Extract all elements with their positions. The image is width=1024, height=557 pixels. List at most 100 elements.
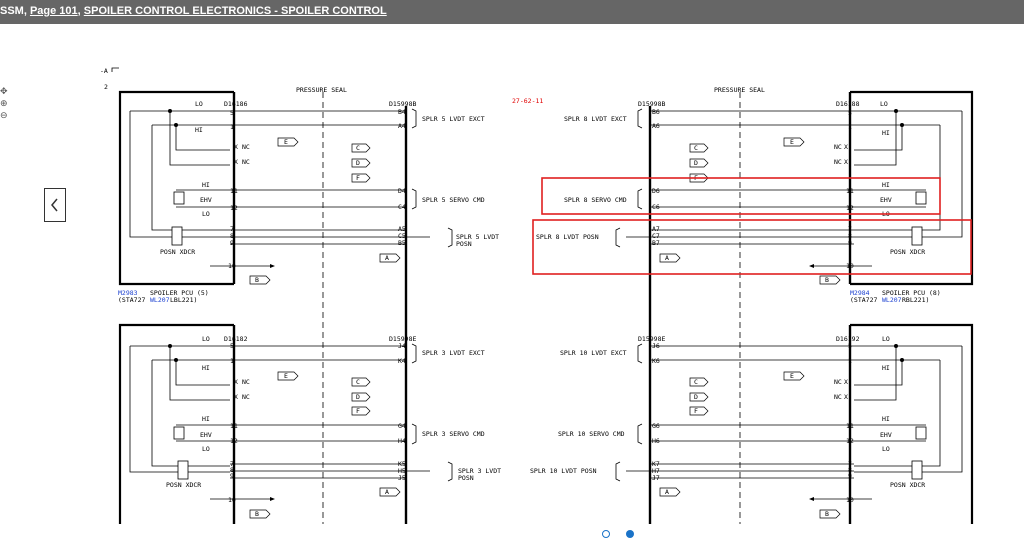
pin-g4: G4 — [398, 422, 406, 430]
tag-c-label: C — [694, 378, 698, 386]
upper-left-pcu: LO D16186 5 1 HI X NC X NC HI 11 EHV 12 … — [118, 90, 406, 304]
nc-label-2: NC — [242, 158, 250, 166]
connector-id: D16186 — [224, 100, 248, 108]
lower-left-pcu: LO D16182 5 1 HI X NC X NC HI 11 EHV 12 … — [118, 323, 406, 524]
tag-c — [689, 143, 709, 153]
pin-b7: B7 — [652, 239, 660, 247]
pin-a5: A5 — [398, 225, 406, 233]
tag-f-label: F — [356, 174, 360, 182]
pin-x1: X — [844, 378, 848, 386]
pin-10: 10 — [846, 496, 854, 504]
pin-a4: A4 — [398, 122, 406, 130]
pin-d4: D4 — [398, 187, 406, 195]
pin-g6: G6 — [652, 422, 660, 430]
wl-link[interactable]: WL207 — [882, 296, 902, 304]
lo-label-2: LO — [882, 445, 890, 453]
exct-label: SPLR 10 LVDT EXCT — [560, 349, 627, 357]
title-prefix: SSM, — [0, 5, 30, 17]
tag-e — [277, 137, 299, 147]
wire-mid-loop — [854, 360, 941, 467]
junction-dot — [894, 344, 898, 348]
tag-b-label: B — [255, 510, 259, 518]
bracket — [447, 461, 453, 482]
bracket — [411, 423, 417, 445]
tag-d-label: D — [694, 393, 698, 401]
bracket — [411, 108, 417, 129]
sheet-number: 2 — [104, 83, 108, 91]
servo-label: SPLR 10 SERVO CMD — [558, 430, 625, 438]
pin-x2: X — [844, 158, 848, 166]
junction-dot — [168, 109, 172, 113]
wl-link[interactable]: WL207 — [150, 296, 170, 304]
bracket — [411, 188, 417, 210]
nc-label-2: NC — [834, 158, 842, 166]
page-link[interactable]: Page 101 — [29, 5, 78, 17]
chevron-left-icon — [51, 198, 58, 212]
servo-coil — [915, 426, 927, 440]
wire-hi-loop — [854, 360, 903, 386]
wire-outer-loop — [854, 346, 963, 473]
pin-k5: K5 — [398, 460, 406, 468]
posn-xdcr-label: POSN XDCR — [890, 248, 925, 256]
pager-dot-1[interactable] — [602, 530, 610, 538]
pin-1: 1 — [848, 123, 852, 131]
pcu-box — [118, 323, 234, 524]
connector-id: D15998B — [638, 100, 665, 108]
junction-dot — [174, 358, 178, 362]
tag-f — [351, 173, 371, 183]
sheet-ref-bracket — [111, 67, 119, 72]
bracket — [637, 343, 643, 364]
tag-e — [277, 371, 299, 381]
reference-code: 27-62-11 — [512, 97, 543, 105]
wire-lo-loop — [169, 346, 230, 401]
wire-outer-loop — [129, 346, 230, 473]
lo-label-2: LO — [202, 210, 210, 218]
section-title-link[interactable]: SPOILER CONTROL ELECTRONICS - SPOILER CO… — [83, 5, 387, 17]
pin-x2: X — [234, 158, 238, 166]
bracket — [411, 343, 417, 364]
zoom-in-icon[interactable]: ⊕ — [0, 99, 8, 109]
hi-label: HI — [882, 364, 890, 372]
zoom-out-icon[interactable]: ⊖ — [0, 111, 8, 121]
pin-x1: X — [844, 143, 848, 151]
unit-name: SPOILER PCU (8) — [882, 289, 941, 297]
title-separator: , — [77, 5, 84, 17]
upper-right-pcu: D16188 LO 5 1 HI NC X NC X HI 11 EHV 12 … — [650, 90, 974, 304]
connector-id: D16182 — [224, 335, 248, 343]
tag-d-label: D — [356, 159, 360, 167]
unit-sta: (STA727 — [850, 296, 877, 304]
pin-j4: J4 — [398, 342, 406, 350]
tag-e-label: E — [790, 372, 794, 380]
upper-mid-left-connector: D15998B B4 A4 SPLR 5 LVDT EXCT D4 C4 SPL… — [389, 100, 499, 248]
wire-hi-loop — [175, 360, 230, 386]
pin-8: 8 — [848, 466, 852, 474]
hi-label-2: HI — [882, 415, 890, 423]
pin-k6: K6 — [652, 357, 660, 365]
pin-8: 8 — [848, 232, 852, 240]
pin-a6: A6 — [652, 122, 660, 130]
lvdt-label: SPLR 3 LVDT — [458, 467, 501, 475]
tag-c — [351, 143, 371, 153]
pcu-box — [850, 90, 974, 286]
tag-b-label: B — [825, 276, 829, 284]
wire-mid-loop — [854, 125, 941, 231]
tag-b — [819, 275, 841, 285]
unit-id-link[interactable]: M2983 — [118, 289, 138, 297]
pin-a7: A7 — [652, 225, 660, 233]
tag-d — [351, 392, 371, 402]
connector-id: D15998B — [389, 100, 416, 108]
pin-9: 9 — [848, 472, 852, 480]
pan-icon[interactable]: ✥ — [0, 87, 8, 97]
servo-label: SPLR 3 SERVO CMD — [422, 430, 485, 438]
pager-dot-2[interactable] — [626, 530, 634, 538]
pin-11: 11 — [230, 422, 238, 430]
tag-b-label: B — [825, 510, 829, 518]
bracket — [447, 227, 453, 248]
lo-label: LO — [880, 100, 888, 108]
connector-id: D15998E — [389, 335, 416, 343]
unit-id-link[interactable]: M2984 — [850, 289, 870, 297]
previous-page-button[interactable] — [44, 188, 66, 222]
pin-1: 1 — [230, 123, 234, 131]
highlight-lvdt-posn — [532, 219, 972, 275]
lo-label: LO — [882, 335, 890, 343]
